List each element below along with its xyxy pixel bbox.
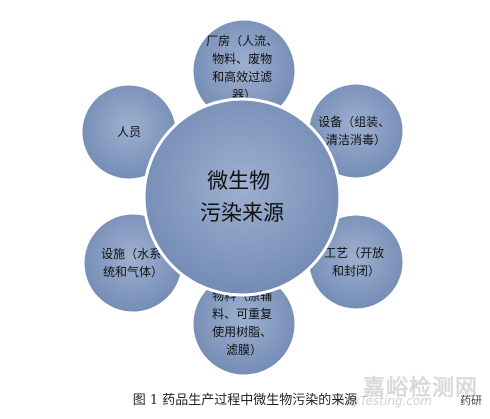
svg-text:工艺（开放 和封闭）: 工艺（开放 和封闭）	[324, 245, 388, 278]
node-process-line-1: 工艺（开放	[324, 245, 384, 260]
node-personnel-line-1: 人员	[117, 125, 141, 139]
node-factory-line-3: 和高效过滤	[212, 69, 272, 84]
node-materials-line-4: 滤膜）	[226, 343, 262, 357]
node-equipment-line-1: 设备（组装、	[318, 115, 390, 129]
svg-text:人员: 人员	[117, 125, 141, 139]
svg-text:设施（水系 统和气体）: 设施（水系 统和气体）	[101, 247, 165, 279]
watermark-sub: AnyTesting.com	[336, 394, 432, 408]
diagram-canvas: 厂房（人流、 物料、废物 和高效过滤 器） 人员 设备（组装、 清洁消毒） 设施…	[79, 17, 406, 378]
node-equipment-line-2: 清洁消毒）	[326, 133, 386, 147]
figure-caption: 图 1 药品生产过程中微生物污染的来源	[132, 393, 358, 408]
node-factory: 厂房（人流、 物料、废物 和高效过滤 器）	[190, 17, 298, 125]
center-line-1: 微生物	[207, 169, 270, 193]
node-materials-line-3: 使用树脂、	[212, 324, 272, 339]
watermark-main: 嘉峪检测网	[362, 376, 478, 401]
node-process-line-2: 和封闭）	[332, 264, 380, 278]
node-facilities-line-2: 统和气体）	[103, 264, 163, 279]
node-materials-line-2: 料、可重复	[212, 307, 272, 321]
center-line-2: 污染来源	[200, 201, 284, 225]
svg-text:微生物 污染来源: 微生物 污染来源	[200, 169, 284, 225]
node-factory-line-1: 厂房（人流、	[206, 33, 278, 48]
svg-text:设备（组装、 清洁消毒）: 设备（组装、 清洁消毒）	[318, 115, 394, 147]
svg-text:厂房（人流、 物料、废物 和高效过滤: 厂房（人流、 物料、废物 和高效过滤 器）	[206, 33, 282, 102]
watermark-corner: 药研	[460, 394, 482, 407]
node-factory-line-2: 物料、废物	[212, 51, 272, 66]
node-facilities-line-1: 设施（水系	[101, 247, 161, 261]
center-node: 微生物 污染来源	[142, 97, 342, 297]
